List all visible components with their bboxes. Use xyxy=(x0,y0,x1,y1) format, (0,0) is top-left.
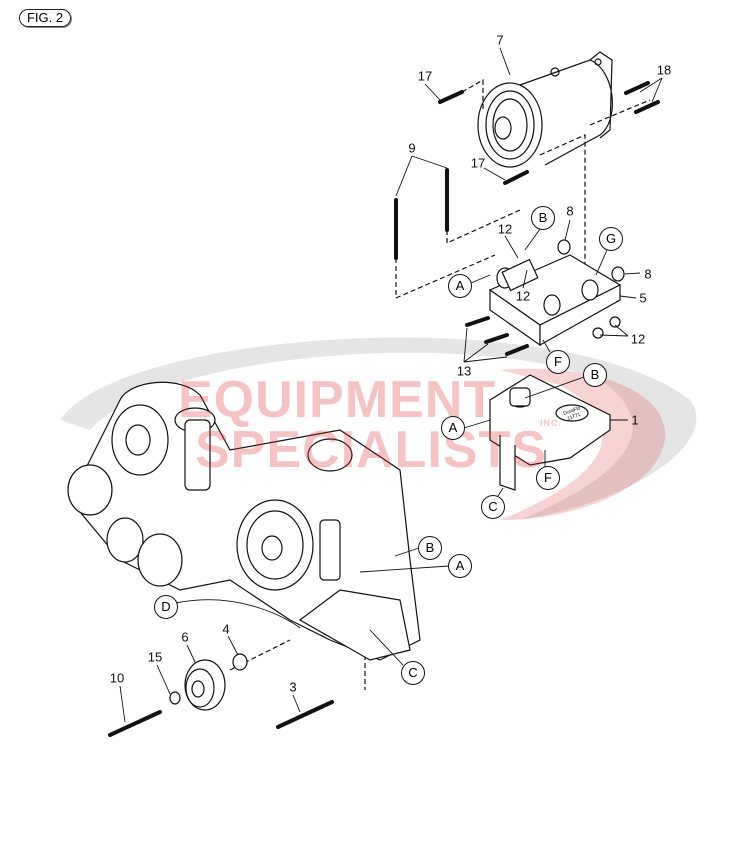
callout-C: C xyxy=(401,661,425,685)
callout-F: F xyxy=(546,350,570,374)
callout-12: 12 xyxy=(630,331,646,347)
callout-13: 13 xyxy=(456,363,472,379)
callout-4: 4 xyxy=(222,621,230,637)
callout-17: 17 xyxy=(470,155,486,171)
callout-8: 8 xyxy=(644,266,652,282)
callout-3: 3 xyxy=(289,679,297,695)
watermark-line1: EQUIPMENT xyxy=(178,371,497,429)
callout-B: B xyxy=(418,536,442,560)
callout-10: 10 xyxy=(109,670,125,686)
callout-A: A xyxy=(441,416,465,440)
callout-6: 6 xyxy=(181,629,189,645)
callout-C: C xyxy=(481,495,505,519)
callout-B: B xyxy=(531,206,555,230)
watermark-swoosh xyxy=(60,337,697,520)
callout-G: G xyxy=(599,227,623,251)
compressor xyxy=(477,51,613,168)
watermark-line2: SPECIALISTS xyxy=(195,421,547,479)
callout-8: 8 xyxy=(566,203,574,219)
engine-assembly xyxy=(67,381,421,661)
callout-18: 18 xyxy=(656,62,672,78)
callout-A: A xyxy=(448,554,472,578)
callout-12: 12 xyxy=(497,221,513,237)
callout-15: 15 xyxy=(147,649,163,665)
callout-D: D xyxy=(154,595,178,619)
idler-pulley xyxy=(169,653,248,711)
mount-bracket xyxy=(488,239,625,347)
callout-17: 17 xyxy=(417,68,433,84)
callout-12: 12 xyxy=(515,288,531,304)
leader-lines xyxy=(119,47,663,723)
watermark-small: INC. xyxy=(540,418,562,428)
callout-9: 9 xyxy=(408,140,416,156)
callout-A: A xyxy=(448,274,472,298)
callout-7: 7 xyxy=(496,32,504,48)
callout-1: 1 xyxy=(631,412,639,428)
figure-label: FIG. 2 xyxy=(19,9,71,27)
bolts xyxy=(108,81,660,737)
callout-F: F xyxy=(536,466,560,490)
adapter-plate xyxy=(489,374,612,491)
callout-B: B xyxy=(583,363,607,387)
callout-5: 5 xyxy=(639,290,647,306)
